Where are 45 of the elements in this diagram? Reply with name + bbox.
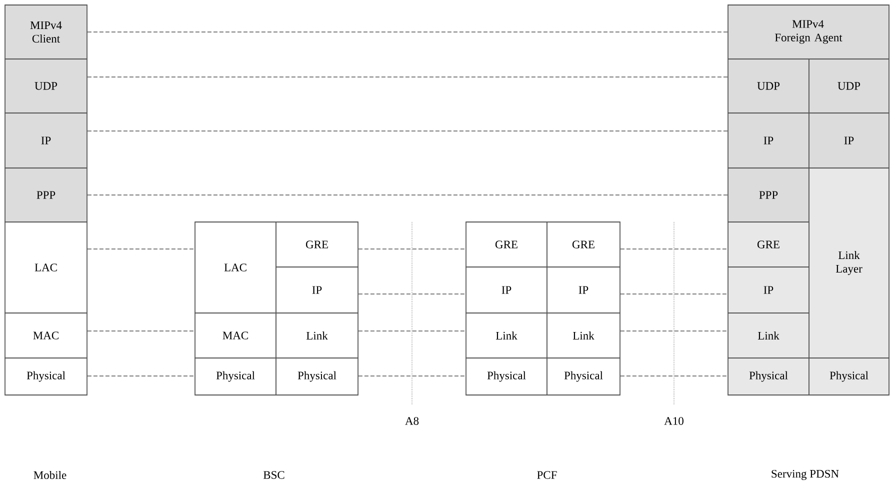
- protocol-layer-cell: IP: [808, 112, 890, 168]
- dashed-connector: [620, 248, 728, 250]
- protocol-layer-cell: Link: [728, 312, 810, 358]
- protocol-layer-cell: GRE: [728, 222, 810, 268]
- protocol-layer-cell: UDP: [728, 58, 810, 114]
- dashed-connector: [358, 330, 466, 332]
- protocol-layer-cell: IP: [4, 112, 88, 168]
- protocol-layer-cell: Physical: [276, 358, 358, 396]
- protocol-layer-cell: IP: [276, 266, 358, 314]
- protocol-layer-cell: GRE: [276, 222, 358, 268]
- protocol-layer-cell: GRE: [546, 222, 620, 268]
- protocol-layer-cell: MIPv4 Client: [4, 4, 88, 60]
- protocol-layer-cell: IP: [728, 112, 810, 168]
- dashed-connector: [620, 330, 728, 332]
- protocol-layer-cell: Physical: [466, 358, 548, 396]
- protocol-layer-cell: Physical: [4, 358, 88, 396]
- protocol-layer-cell: GRE: [466, 222, 548, 268]
- column-label: Mobile: [34, 470, 66, 480]
- protocol-layer-cell: UDP: [4, 58, 88, 114]
- reference-point-label: A8: [405, 417, 419, 425]
- column-label: PCF: [537, 471, 557, 479]
- protocol-layer-cell: Physical: [546, 358, 620, 396]
- protocol-layer-cell: Link: [466, 312, 548, 358]
- protocol-layer-cell: PPP: [728, 168, 810, 222]
- protocol-layer-cell: IP: [546, 266, 620, 314]
- reference-point-label: A10: [664, 417, 684, 425]
- dashed-connector: [87, 130, 728, 132]
- dashed-connector: [358, 248, 466, 250]
- protocol-layer-cell: Physical: [194, 358, 276, 396]
- dashed-connector: [87, 194, 728, 196]
- protocol-layer-cell: Physical: [808, 358, 890, 396]
- dashed-connector: [87, 248, 195, 250]
- dashed-connector: [87, 76, 728, 78]
- protocol-layer-cell: Physical: [728, 358, 810, 396]
- protocol-layer-cell: Link: [276, 312, 358, 358]
- column-label: BSC: [263, 471, 284, 479]
- protocol-layer-cell: UDP: [808, 58, 890, 114]
- dashed-connector: [87, 330, 195, 332]
- protocol-layer-cell: PPP: [4, 168, 88, 222]
- protocol-layer-cell: Link: [546, 312, 620, 358]
- column-label: Serving PDSN: [772, 470, 839, 480]
- protocol-layer-cell: MAC: [194, 312, 276, 358]
- protocol-layer-cell: MAC: [4, 312, 88, 358]
- protocol-layer-cell: IP: [728, 266, 810, 314]
- protocol-layer-cell: IP: [466, 266, 548, 314]
